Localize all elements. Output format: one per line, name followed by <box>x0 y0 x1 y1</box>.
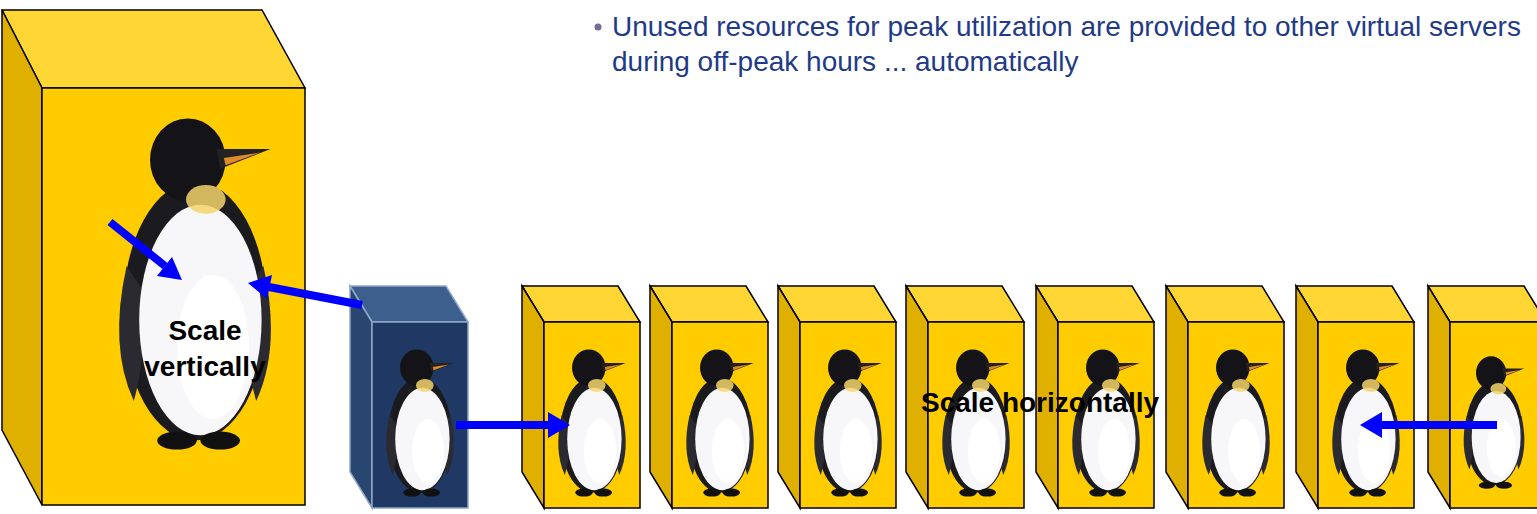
server-box: Scale vertically <box>42 88 305 505</box>
bullet-dot <box>595 24 602 31</box>
box-label: Scale vertically <box>130 313 280 386</box>
penguin <box>386 349 453 496</box>
axis-label: Scale horizontally <box>880 386 1200 420</box>
virtual-server-box <box>350 286 468 508</box>
scaling-arrow <box>110 222 1497 438</box>
large-server-box <box>2 10 305 505</box>
penguin <box>119 118 271 449</box>
server-box-row <box>522 286 1537 508</box>
bullet-text: Unused resources for peak utilization ar… <box>612 9 1530 79</box>
